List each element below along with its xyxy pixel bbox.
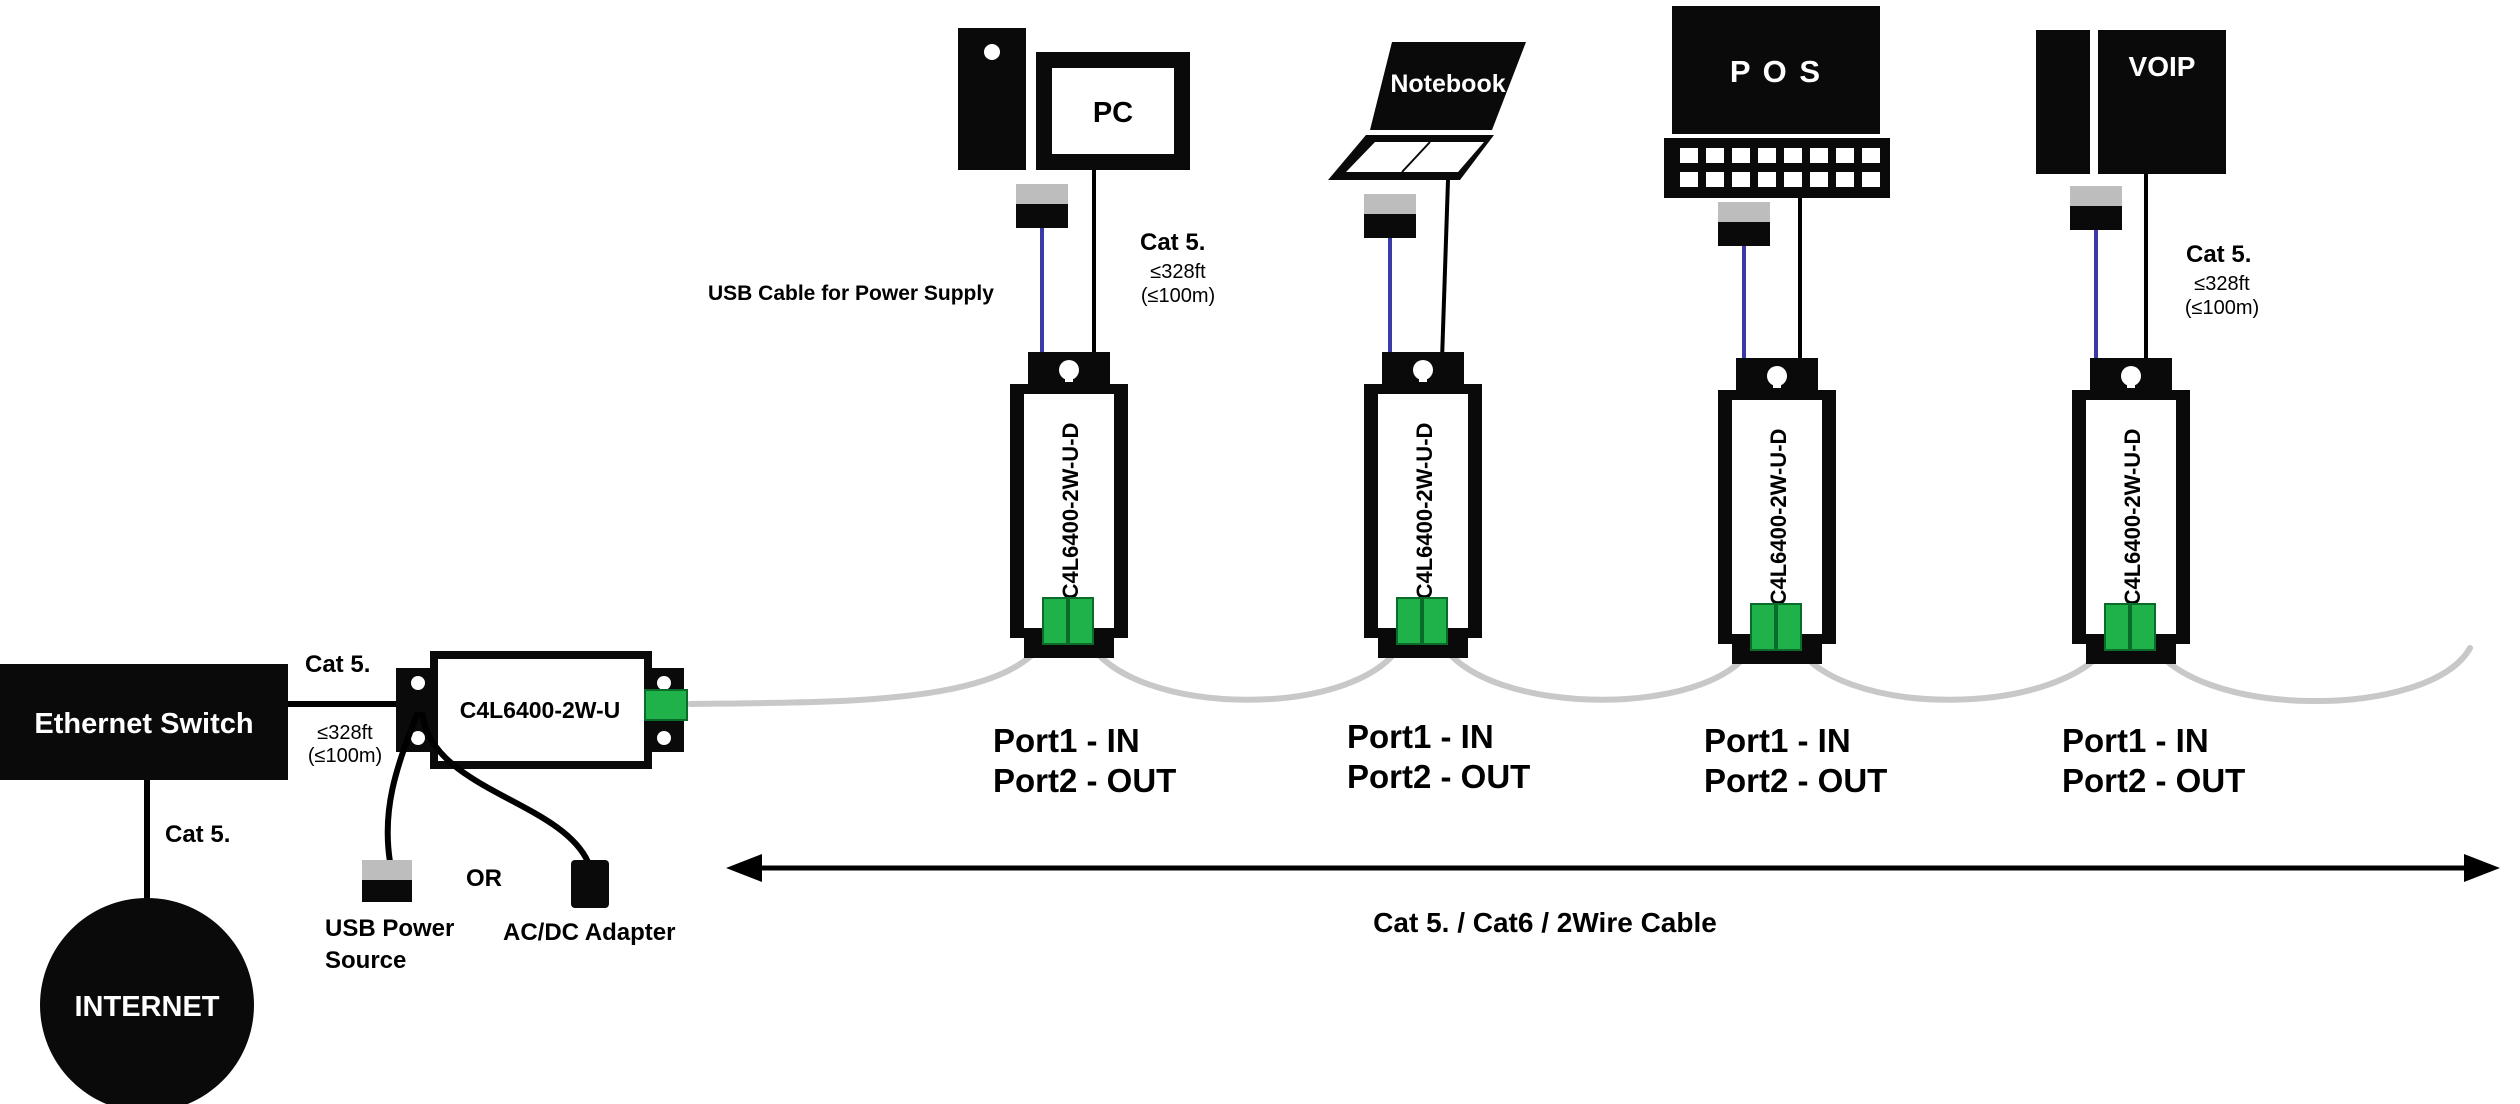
- pc-device: PC: [958, 28, 1190, 170]
- master-rj45-port: [644, 689, 688, 721]
- slave-unit-label: C4L6400-2W-U-D: [2120, 429, 2145, 606]
- two-wire-cable: [687, 627, 2473, 707]
- pc-cable-distance-m: (≤100m): [1141, 285, 1215, 307]
- internet-cloud: INTERNET: [40, 898, 254, 1104]
- port-in-label: Port1 - IN: [2062, 722, 2209, 759]
- voip-cable-distance-ft: ≤328ft: [2194, 273, 2250, 295]
- voip-device: VOIP: [2036, 30, 2226, 174]
- usb-power-cable: [384, 710, 421, 863]
- port2-connector: [1422, 597, 1448, 645]
- usb-plug: [1364, 194, 1416, 238]
- port-in-label: Port1 - IN: [1704, 722, 1851, 759]
- pc-cable-label: Cat 5.: [1140, 229, 1205, 256]
- notebook-label: Notebook: [1390, 70, 1505, 98]
- usb-source-label-line2: Source: [325, 947, 406, 974]
- ethernet-switch-label: Ethernet Switch: [34, 708, 253, 740]
- voip-cable-label: Cat 5.: [2186, 241, 2251, 268]
- slave-unit: C4L6400-2W-U-D: [1718, 358, 1836, 664]
- port2-connector: [2130, 603, 2156, 651]
- slave-unit: C4L6400-2W-U-D: [1010, 352, 1128, 658]
- slave-unit: C4L6400-2W-U-D: [2072, 358, 2190, 664]
- usb-plug: [1016, 184, 1068, 228]
- slave-unit-label: C4L6400-2W-U-D: [1766, 429, 1791, 606]
- ethernet-switch: Ethernet Switch: [0, 664, 288, 780]
- pos-device: P O S: [1664, 6, 1890, 198]
- pos-label: P O S: [1730, 54, 1822, 89]
- port1-connector: [1396, 597, 1422, 645]
- notebook-device: Notebook: [1328, 42, 1526, 180]
- port-out-label: Port2 - OUT: [2062, 762, 2245, 799]
- pc-cable-distance-ft: ≤328ft: [1150, 261, 1206, 283]
- port-out-label: Port2 - OUT: [1704, 762, 1887, 799]
- port2-connector: [1068, 597, 1094, 645]
- master-unit-label: C4L6400-2W-U: [460, 697, 621, 723]
- voip-cable-distance-m: (≤100m): [2185, 297, 2259, 319]
- cable-span-arrow: [726, 854, 2500, 882]
- switch-cable-distance-ft: ≤328ft: [317, 722, 373, 744]
- notebook-cat5-cable: [1440, 179, 1450, 361]
- port-in-label: Port1 - IN: [1347, 718, 1494, 755]
- port-out-label: Port2 - OUT: [1347, 758, 1530, 795]
- usb-power-source: [362, 860, 412, 902]
- port1-connector: [2104, 603, 2130, 651]
- slave-unit-label: C4L6400-2W-U-D: [1412, 423, 1437, 600]
- ac-dc-adapter-icon: [571, 860, 609, 908]
- usb-plug: [1718, 202, 1770, 246]
- usb-cable-label: USB Cable for Power Supply: [708, 282, 994, 305]
- pc-label: PC: [1093, 97, 1133, 129]
- switch-cable-label: Cat 5.: [305, 651, 370, 678]
- port-out-label: Port2 - OUT: [993, 762, 1176, 799]
- usb-plug: [2070, 186, 2122, 230]
- slave-unit-label: C4L6400-2W-U-D: [1058, 423, 1083, 600]
- port2-connector: [1776, 603, 1802, 651]
- cable-type-label: Cat 5. / Cat6 / 2Wire Cable: [1373, 907, 1717, 938]
- port1-connector: [1042, 597, 1068, 645]
- usb-source-label-line1: USB Power: [325, 915, 454, 942]
- master-unit: C4L6400-2W-U: [396, 651, 688, 769]
- uplink-cable-label: Cat 5.: [165, 821, 230, 848]
- or-label: OR: [466, 865, 502, 892]
- port-in-label: Port1 - IN: [993, 722, 1140, 759]
- switch-cable-distance-m: (≤100m): [308, 745, 382, 767]
- voip-label: VOIP: [2129, 51, 2196, 82]
- internet-label: INTERNET: [75, 991, 220, 1023]
- adapter-power-cable: [419, 711, 591, 864]
- adapter-label: AC/DC Adapter: [503, 919, 675, 946]
- port1-connector: [1750, 603, 1776, 651]
- slave-unit: C4L6400-2W-U-D: [1364, 352, 1482, 658]
